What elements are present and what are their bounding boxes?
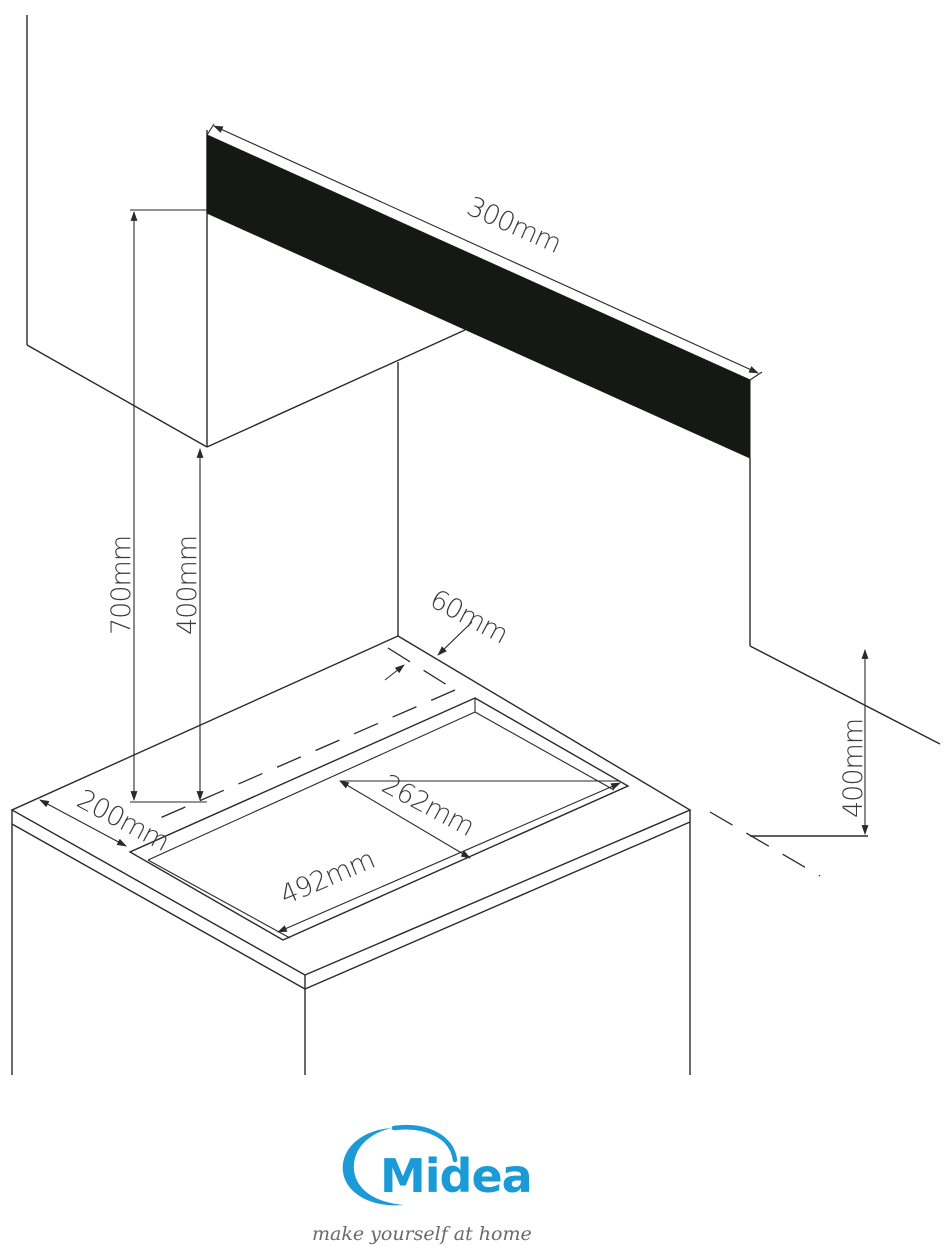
brand-name: Midea [380,1149,532,1203]
cabinet-body [11,822,691,1075]
dim-60-label: 60mm [425,584,513,650]
dim-262-label: 262mm [377,769,479,843]
dim-300: 300mm [206,123,763,381]
dim-300-label: 300mm [462,191,565,260]
dim-400-right-label: 400mm [838,719,869,818]
dim-200-label: 200mm [72,784,174,858]
dashed-guides [159,647,821,877]
dim-492-label: 492mm [276,844,379,911]
dim-400-left-label: 400mm [172,536,203,635]
dim-400-right: 400mm [838,649,869,835]
dim-700: 700mm [106,209,207,803]
brand-tagline: make yourself at home [312,1223,532,1245]
wall-cabinet-right [749,458,941,745]
dim-700-label: 700mm [106,536,137,635]
midea-swoosh-icon [342,1125,458,1206]
dim-262: 262mm [339,769,620,859]
midea-logo: Midea make yourself at home [312,1125,533,1245]
hob-cutout [128,697,630,941]
dim-200: 200mm [39,784,174,858]
dim-400-left: 400mm [172,448,204,801]
